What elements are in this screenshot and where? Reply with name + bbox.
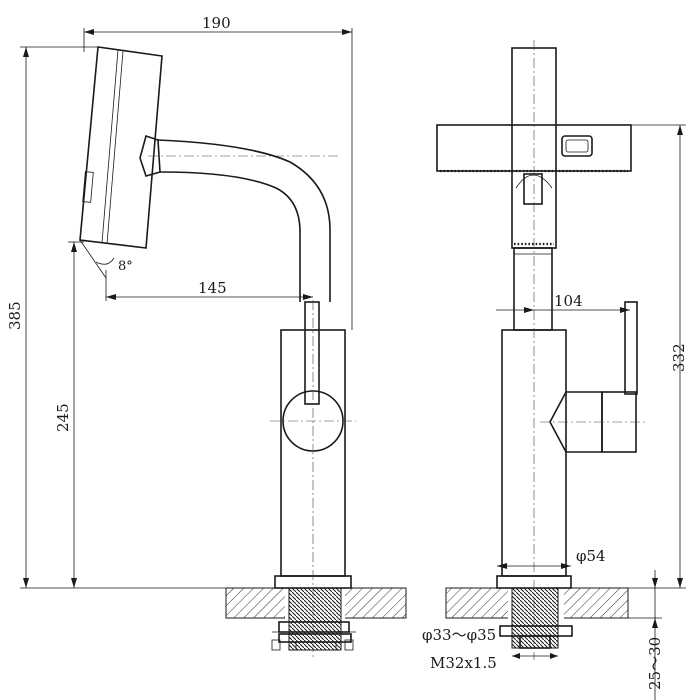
overall-width-label: 190 <box>202 14 231 32</box>
spout-reach-label: 145 <box>198 279 227 297</box>
front-spray-head <box>79 46 163 249</box>
front-spout-inner <box>157 139 331 302</box>
side-view: 104 332 φ54 φ33～φ35 M32x1.5 25～30 <box>422 40 688 700</box>
front-spout-outer <box>159 171 301 302</box>
side-button <box>523 173 543 205</box>
base-diameter-label: φ54 <box>576 547 606 565</box>
front-spout-collar <box>139 134 161 177</box>
thread-label: M32x1.5 <box>430 654 497 672</box>
front-view: 8° 190 145 385 245 <box>6 14 407 660</box>
side-threaded-shank <box>511 587 559 649</box>
side-height-label: 332 <box>670 343 688 372</box>
hole-diameter-label: φ33～φ35 <box>422 626 496 644</box>
side-reach-label: 104 <box>554 292 583 310</box>
side-spout-tube <box>513 247 553 331</box>
rotation-angle-label: 8° <box>118 259 133 274</box>
body-height-label: 245 <box>54 403 72 432</box>
side-handle-body <box>549 391 603 453</box>
front-threaded-shank <box>288 587 342 651</box>
counter-thickness-label: 25～30 <box>646 637 664 690</box>
front-lever <box>304 301 320 405</box>
side-display-icon <box>561 135 593 157</box>
overall-height-label: 385 <box>6 301 24 330</box>
side-lever <box>624 301 638 395</box>
